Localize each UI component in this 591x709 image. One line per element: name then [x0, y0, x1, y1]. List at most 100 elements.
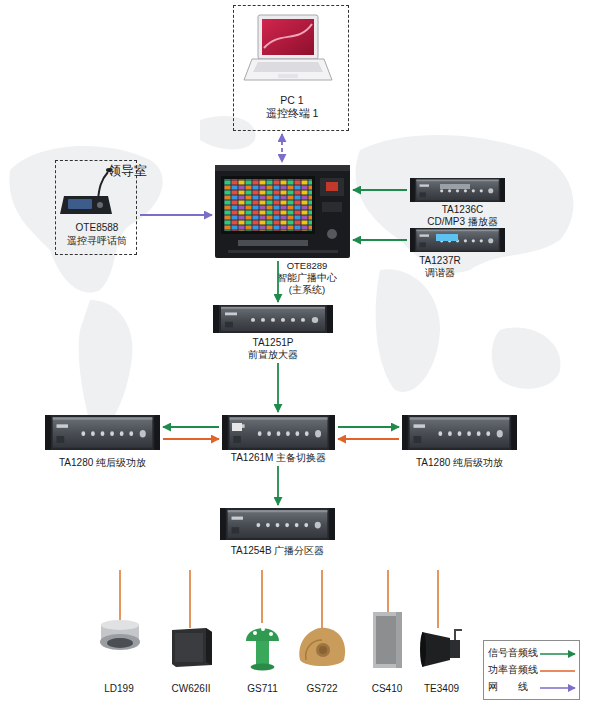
- world-map: [376, 269, 440, 392]
- preamp-device: TA1251P前置放大器: [213, 305, 333, 360]
- ceiling-speaker: [107, 638, 133, 648]
- signal-connector: [163, 438, 219, 440]
- world-map: [356, 135, 574, 273]
- rock-speaker: [316, 643, 330, 657]
- legend-line: [540, 653, 575, 655]
- rock-speaker: [319, 646, 327, 654]
- lawn-speaker-mushroom: [269, 632, 273, 636]
- power-cable: [189, 570, 190, 628]
- signal-connector: [277, 363, 279, 412]
- device-label: GS711: [225, 683, 300, 695]
- horn-speaker: [420, 633, 426, 667]
- laptop-illustration: [262, 19, 314, 55]
- rack-device: [402, 415, 517, 450]
- speaker: CS410: [372, 612, 402, 668]
- source-device: TA1236CCD/MP3 播放器: [410, 178, 505, 202]
- power-amplifier: TA1280 纯后级功放: [45, 415, 160, 450]
- paging-microphone: [60, 168, 112, 214]
- signal-connector: [353, 239, 407, 241]
- rack-device: [45, 415, 160, 450]
- laptop-illustration: [264, 24, 312, 48]
- legend-box: 信号音频线功率音频线网 线: [483, 640, 580, 700]
- device-label: TA1280 纯后级功放: [25, 457, 180, 469]
- power-cable: [119, 570, 120, 622]
- laptop-illustration: [258, 15, 318, 59]
- legend-label: 功率音频线: [488, 664, 538, 677]
- broadcast-center-unit: [215, 165, 350, 258]
- column-speaker: [373, 612, 402, 668]
- device-label: PC 1: [234, 94, 350, 106]
- device-label: TE3409: [400, 683, 483, 695]
- main-unit: OTE8289智能广播中心(主系统): [215, 165, 350, 258]
- speaker: CW626II: [170, 626, 212, 666]
- laptop-illustration: [244, 59, 332, 80]
- broadcast-center-unit: [228, 250, 338, 253]
- speaker: GS722: [298, 627, 346, 665]
- lawn-speaker-mushroom: [246, 627, 279, 671]
- zone-selector: TA1254B 广播分区器: [220, 508, 335, 540]
- tuner-display: [436, 234, 458, 241]
- remote-terminal: PC 1遥控终端 1: [233, 5, 349, 131]
- device-label: (主系统): [267, 285, 347, 296]
- world-map: [9, 116, 573, 440]
- power-cable: [261, 570, 262, 623]
- legend-row: 网 线: [484, 681, 579, 695]
- world-map: [492, 327, 561, 388]
- device-label: 遥控寻呼话筒: [56, 235, 138, 247]
- broadcast-center-unit: [215, 165, 350, 171]
- rack-device: [45, 178, 517, 540]
- device-label: TA1251P: [213, 337, 333, 349]
- rock-speaker: [299, 628, 345, 666]
- signal-connector: [338, 438, 399, 440]
- device-label: TA1254B 广播分区器: [200, 545, 355, 557]
- signal-connector: [140, 214, 212, 216]
- broadcast-center-unit: [322, 202, 342, 212]
- horn-speaker: [422, 632, 450, 667]
- horn-speaker: [450, 640, 460, 658]
- switcher-device: TA1261M 主备切换器: [222, 415, 335, 463]
- legend-sample: [539, 649, 577, 659]
- switch-badge: [232, 423, 242, 431]
- rack-device: [222, 415, 335, 450]
- rack-device: [410, 228, 505, 252]
- device-label: CS410: [352, 683, 422, 695]
- device-label: CD/MP3 播放器: [410, 216, 515, 228]
- signal-connector: [338, 426, 399, 428]
- legend-line: [540, 687, 575, 689]
- paging-microphone: [68, 199, 92, 209]
- wall-speaker: [172, 628, 212, 667]
- ceiling-speaker: [100, 620, 140, 650]
- device-label: TA1280 纯后级功放: [382, 457, 537, 469]
- column-speaker: [373, 612, 402, 668]
- disc-slot: [440, 184, 470, 189]
- power-amplifier: TA1280 纯后级功放: [402, 415, 517, 450]
- rack-device: [220, 508, 335, 540]
- laptop-illustration: [278, 74, 298, 78]
- broadcast-center-unit: [238, 240, 308, 246]
- ceiling-speaker: [100, 634, 140, 650]
- paging-station: 领导室OTE8588遥控寻呼话筒: [55, 160, 137, 255]
- power-cable: [387, 570, 388, 612]
- horn-speaker: [455, 630, 462, 640]
- device-label: CW626II: [150, 683, 232, 695]
- signal-connector: [353, 189, 407, 191]
- broadcast-center-unit: [320, 178, 344, 196]
- speaker: TE3409: [420, 627, 463, 668]
- laptop-illustration: [253, 62, 323, 72]
- signal-connector: [281, 134, 283, 162]
- device-label: LD199: [78, 683, 160, 695]
- column-speaker: [376, 616, 396, 664]
- device-label: 领导室: [108, 164, 148, 179]
- device-label: OTE8588: [56, 222, 138, 234]
- device-label: 前置放大器: [213, 349, 333, 361]
- ceiling-speaker: [101, 620, 139, 630]
- source-device: TA1237R调谐器: [410, 228, 505, 252]
- broadcast-center-unit: [221, 176, 315, 234]
- world-map: [200, 116, 256, 149]
- paging-microphone: [97, 202, 103, 208]
- legend-line: [540, 670, 575, 672]
- device-label: GS722: [278, 683, 366, 695]
- broadcast-center-unit: [215, 165, 350, 258]
- legend-label: 信号音频线: [488, 647, 538, 660]
